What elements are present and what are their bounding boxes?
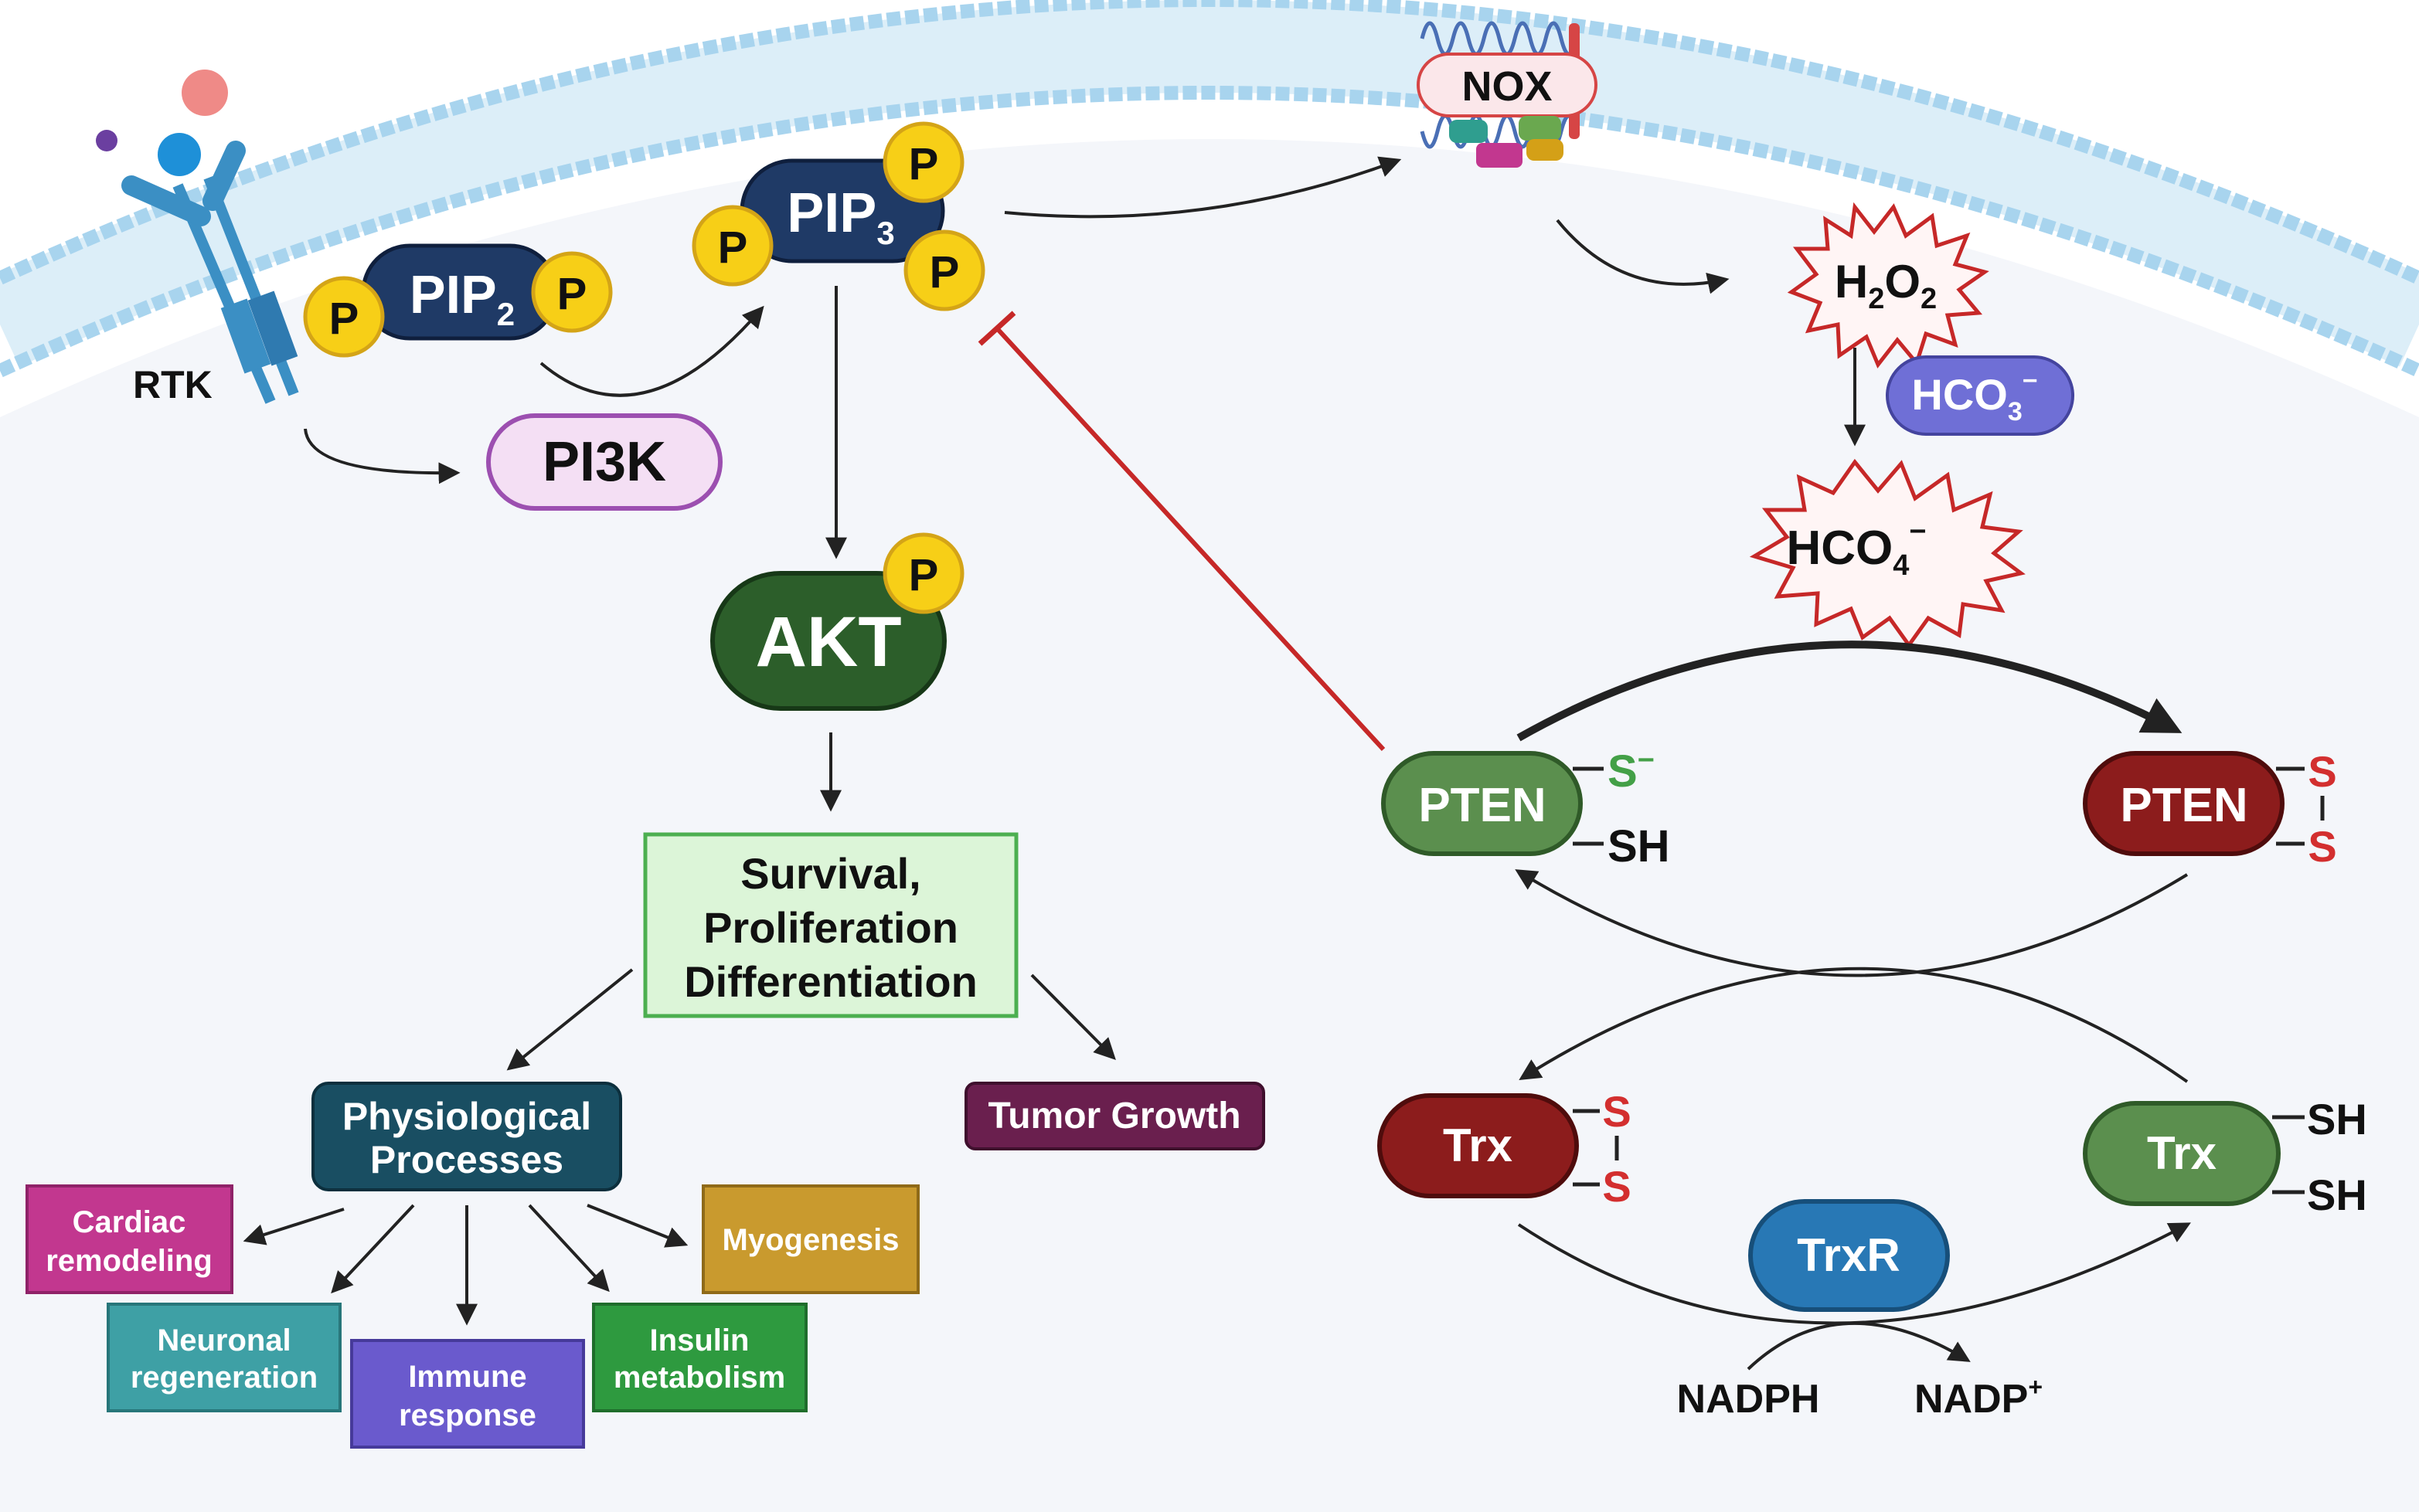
h2o2-label: H2O2 [1835,256,1937,315]
pip3-phosphate-top: P [883,121,965,203]
pip2-phosphate-right: P [531,251,613,333]
ligand-small [96,130,117,151]
ligand-medium [158,133,201,176]
immune-line-1: Immune [408,1360,526,1394]
cardiac-box [26,1184,233,1294]
neuronal-line-1: Neuronal [157,1323,291,1357]
akt-label: AKT [755,603,901,681]
trx-oxidized-s-bottom: S [1602,1162,1631,1211]
inhibit-bar [978,311,1016,346]
pip3-label: PIP3 [787,182,894,251]
arrow-rtk-to-pi3k [304,428,461,484]
rtk-label: RTK [133,363,213,406]
trx-reduced-s-top: SH [2307,1095,2367,1143]
cardiac-line-1: Cardiac [73,1205,186,1239]
arrow-pten-reduction [1515,869,2189,977]
arrow-pip2-to-pip3 [539,305,764,397]
arrow-trx-regeneration [1517,1222,2191,1325]
pip3-phosphate-right: P [903,229,985,311]
hco3-label: HCO3− [1911,366,2037,426]
myogenesis-box [702,1184,920,1294]
pten-reduced-s-bottom: SH [1608,821,1670,872]
rtk-receptor [96,70,299,404]
arrow-nox-to-h2o2 [1556,219,1730,294]
cardiac-line-2: remodeling [46,1244,213,1278]
pi3k-node [486,413,723,511]
tumor-growth-box [965,1082,1265,1150]
ligand-large [182,70,228,116]
nox-complex [1417,21,1597,168]
arrow-physio-neuronal [331,1204,415,1294]
pip3-phosphate-left: P [692,205,774,287]
survival-line-1: Survival, [740,849,920,898]
arrow-pten-oxidation [1516,640,2183,742]
hco4-burst [1749,458,2026,649]
trx-reduced-label: Trx [2147,1127,2217,1179]
pten-oxidized-s-top: S [2308,747,2336,796]
akt-phosphate: P [883,532,965,614]
insulin-line-1: Insulin [650,1323,750,1357]
svg-text:P: P [909,550,939,600]
arrow-nadph-to-nadp [1747,1321,1971,1371]
trx-oxidized-s-top: S [1602,1087,1631,1136]
arrow-survival-to-tumor [1030,973,1116,1060]
nox-label: NOX [1461,63,1552,110]
arrow-physio-insulin [528,1204,610,1293]
svg-text:P: P [718,223,748,273]
trx-oxidized-node [1377,1093,1579,1198]
physiological-line-1: Physiological [342,1095,591,1138]
tumor-growth-label: Tumor Growth [988,1096,1240,1137]
trx-reduced-node [2083,1101,2281,1206]
pip2-label: PIP2 [410,264,515,332]
pten-reduced-s-top: S− [1608,744,1655,797]
arrow-survival-to-physio [506,968,634,1071]
hco4-label: HCO4− [1786,515,1926,582]
trxr-label: TrxR [1797,1229,1900,1281]
trxr-node [1748,1199,1950,1312]
pten-oxidized-s-bottom: S [2308,822,2336,871]
immune-box [350,1339,585,1449]
akt-node [710,571,947,711]
myogenesis-label: Myogenesis [723,1223,900,1257]
arrow-physio-myogenesis [587,1204,689,1248]
pten-oxidized-label: PTEN [2120,779,2247,832]
insulin-box [592,1303,808,1412]
arrow-trx-to-oxidized [1519,967,2189,1083]
survival-line-3: Differentiation [684,957,978,1006]
svg-text:P: P [557,269,587,319]
survival-box [643,832,1019,1018]
svg-text:P: P [329,294,359,344]
pten-reduced-label: PTEN [1418,779,1546,832]
hco3-node [1886,355,2074,436]
pip2-phosphate-left: P [303,276,385,358]
physiological-line-2: Processes [370,1138,563,1181]
survival-line-2: Proliferation [703,903,958,952]
neuronal-box [107,1303,342,1412]
svg-text:P: P [930,247,960,297]
neuronal-line-2: regeneration [131,1361,318,1395]
nadph-label: NADPH [1677,1377,1820,1422]
cell-membrane [0,0,2419,378]
nadp-label: NADP+ [1914,1373,2043,1422]
pi3k-label: PI3K [543,431,666,493]
pten-reduced-node [1381,751,1583,856]
trx-reduced-s-bottom: SH [2307,1171,2367,1219]
insulin-line-2: metabolism [614,1361,785,1395]
pten-oxidized-node [2083,751,2285,856]
physiological-box [311,1082,622,1191]
trx-oxidized-label: Trx [1443,1120,1512,1171]
immune-line-2: response [399,1398,536,1432]
arrow-pip3-to-nox [1004,156,1402,219]
inhibit-pten-pip3 [995,326,1386,752]
svg-text:P: P [909,139,939,189]
arrow-physio-cardiac [243,1208,345,1245]
